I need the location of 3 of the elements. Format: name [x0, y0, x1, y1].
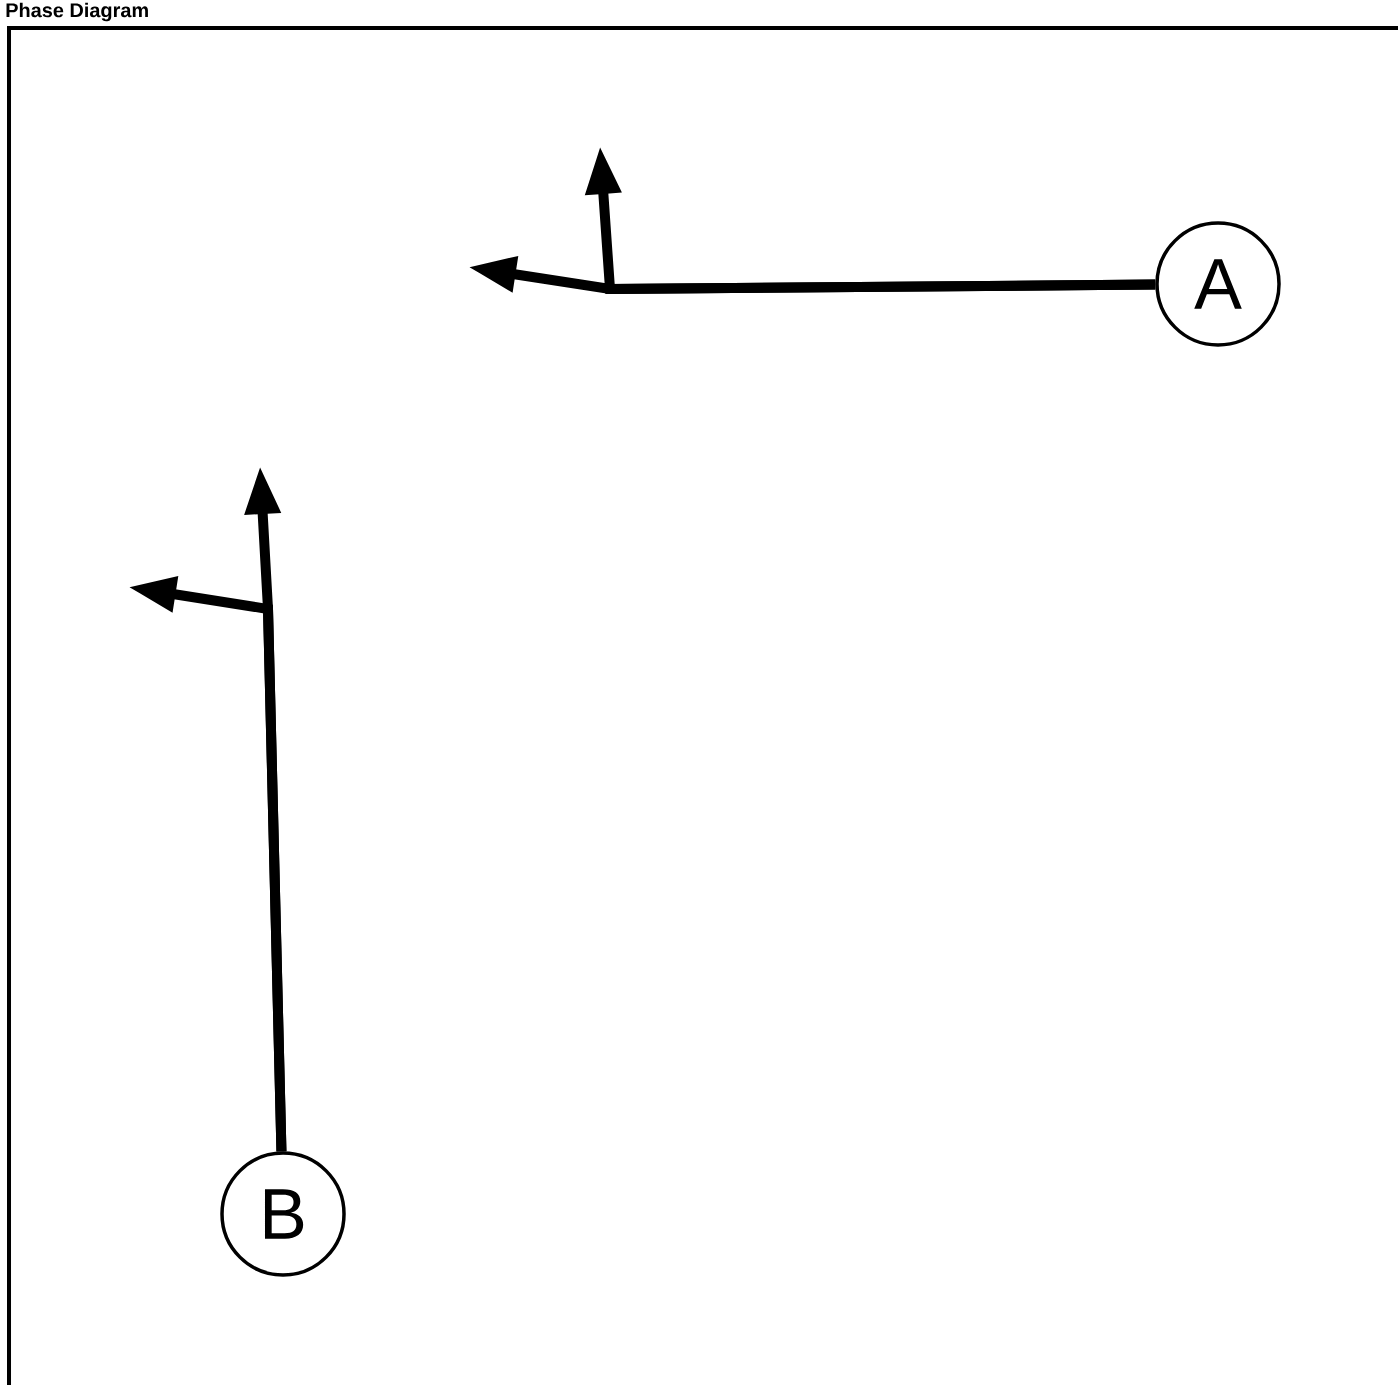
title: Phase Diagram [6, 2, 148, 22]
circle-node: A [1155, 221, 1281, 347]
circle-node: B [220, 1151, 346, 1277]
